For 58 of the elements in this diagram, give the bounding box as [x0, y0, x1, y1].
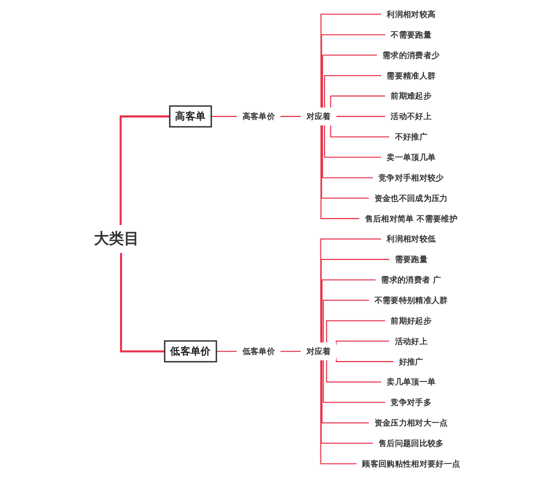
connector	[336, 116, 386, 117]
connector	[322, 54, 378, 108]
node-text: 活动不好上	[390, 112, 432, 122]
connector	[280, 350, 301, 352]
connector	[210, 116, 237, 117]
connector	[336, 340, 390, 345]
connector	[120, 115, 170, 226]
node-text: 前期好起步	[390, 316, 432, 326]
connector	[321, 125, 369, 199]
connector	[320, 14, 382, 108]
node-text: 顾客回购粘性相对要好一点	[362, 458, 460, 468]
connector	[330, 96, 386, 108]
node-text: 对应着	[306, 112, 331, 122]
connector	[320, 125, 360, 220]
node-text: 不需要跑量	[390, 30, 432, 40]
node-text: 利润相对较低	[386, 234, 436, 244]
node-text: 资金压力相对大一点	[374, 418, 448, 428]
node-text: 卖一单顶几单	[386, 152, 436, 162]
connector	[321, 34, 386, 108]
node-text: 需要跑量	[394, 254, 428, 264]
connector	[320, 360, 373, 444]
node-text: 低客单价	[242, 346, 275, 356]
node-text: 竞争对手相对较少	[378, 172, 444, 182]
node-text: 卖几单顶一单	[386, 377, 436, 387]
node-text: 活动好上	[394, 336, 428, 346]
node-text: 不好推广	[394, 132, 428, 142]
connector	[320, 360, 357, 464]
connector	[326, 320, 386, 342]
node-text: 资金也不回成为压力	[374, 193, 448, 203]
node-text: 售后问题回比较多	[378, 438, 444, 448]
node-text: 前期难起步	[390, 91, 432, 101]
connector	[216, 350, 237, 352]
connector	[324, 125, 382, 158]
node-box: 低客单价	[164, 340, 218, 362]
connector	[336, 358, 394, 362]
connector	[321, 279, 376, 342]
node-box: 高客单	[169, 105, 212, 128]
connector	[330, 125, 390, 138]
node-text: 竞争对手多	[390, 398, 432, 408]
node-text: 高客单价	[242, 112, 275, 122]
connector	[322, 360, 386, 403]
connector	[320, 258, 390, 342]
connector	[321, 360, 369, 424]
node-text: 不需要特别精准人群	[374, 296, 448, 306]
connector	[280, 116, 301, 117]
connector	[322, 300, 369, 342]
connector	[322, 125, 373, 178]
node-text: 大类目	[94, 230, 139, 248]
node-text: 需要精准人群	[386, 70, 436, 80]
connector	[326, 360, 382, 382]
node-text: 利润相对较高	[386, 10, 436, 20]
connector	[320, 238, 382, 342]
node-text: 售后相对简单 不需要维护	[364, 214, 458, 224]
node-text: 需求的消费者少	[382, 50, 440, 60]
connector	[120, 252, 165, 352]
connector	[324, 75, 382, 108]
node-text: 好推广	[398, 356, 424, 366]
node-text: 需求的消费者 广	[381, 275, 442, 285]
